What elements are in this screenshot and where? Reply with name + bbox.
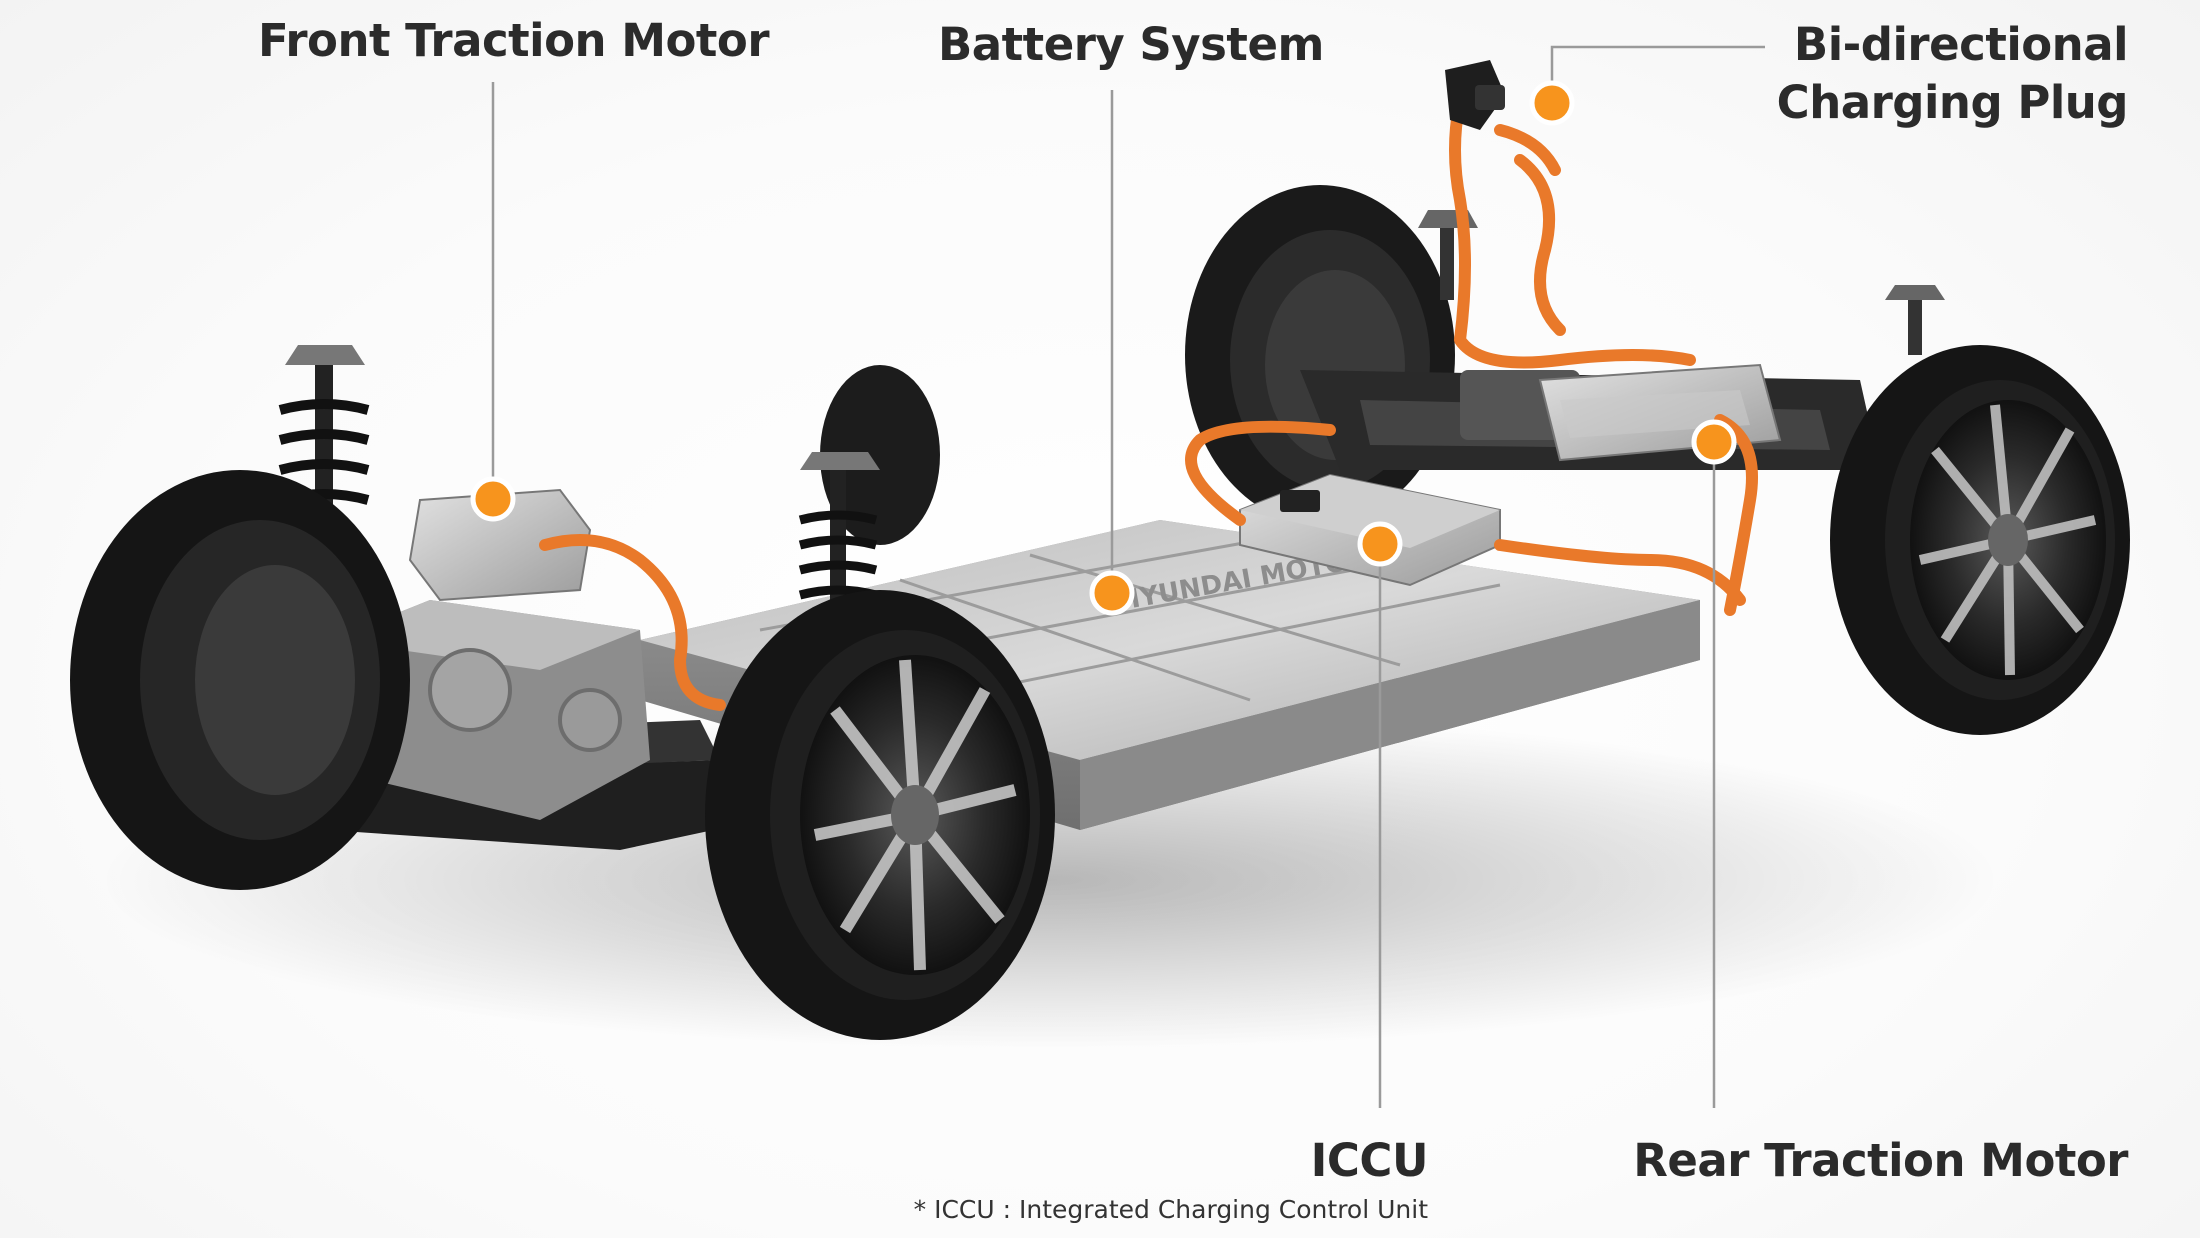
wheel-rear-right [1830, 345, 2130, 735]
wheel-front-right [820, 365, 940, 545]
hv-cables [539, 94, 1758, 711]
label-bidirectional-line2: Charging Plug [1776, 76, 2129, 129]
rear-strut-right [1885, 285, 1945, 355]
label-front-traction-motor: Front Traction Motor [258, 14, 770, 67]
marker-dot-icon [1529, 80, 1575, 126]
marker-dot-icon [1357, 521, 1403, 567]
wheel-front-left [70, 470, 410, 890]
label-battery-system: Battery System [938, 18, 1324, 71]
charging-plug [1445, 60, 1505, 130]
marker-dot-icon [1691, 419, 1737, 465]
label-bidirectional-charging-plug: Bi-directional Charging Plug [1776, 16, 2129, 132]
label-bidirectional-line1: Bi-directional [1793, 18, 2129, 71]
wheel-front-right-main [705, 590, 1055, 1040]
leader-charging-plug [1550, 45, 1765, 103]
marker-dot-icon [1089, 570, 1135, 616]
front-motor-unit [330, 488, 650, 820]
label-iccu: ICCU [1310, 1134, 1429, 1187]
footnote-iccu-definition: * ICCU : Integrated Charging Control Uni… [913, 1195, 1428, 1224]
label-rear-traction-motor: Rear Traction Motor [1633, 1134, 2128, 1187]
marker-dots [470, 80, 1737, 616]
wheel-rear-left [1185, 185, 1455, 525]
marker-dot-icon [470, 476, 516, 522]
